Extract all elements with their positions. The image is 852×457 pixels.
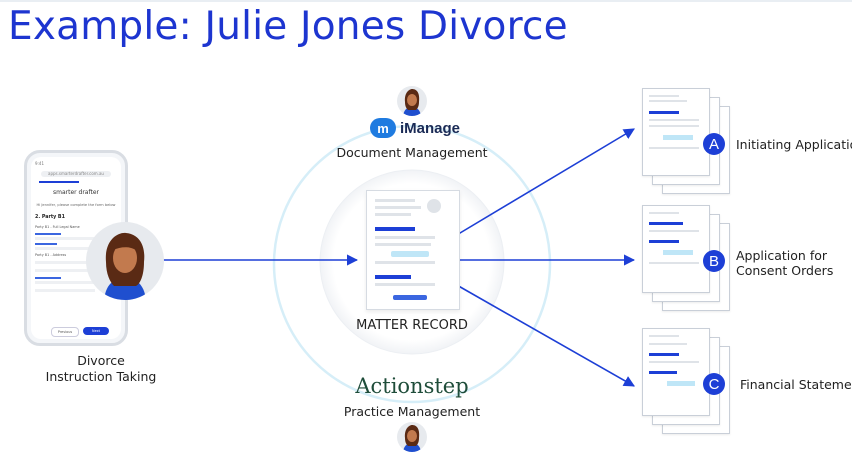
actionstep-brand: Actionstep [355,374,469,398]
intake-caption-line1: Divorce [77,353,125,368]
outer-ring [272,124,552,404]
imanage-logo-icon: m [370,118,396,138]
imanage-caption: Document Management [336,145,488,160]
output-b-stack [640,205,740,315]
output-c-label: Financial Statements [740,377,852,392]
matter-record-label: MATTER RECORD [356,318,468,333]
actionstep-caption: Practice Management [343,404,481,419]
output-a-badge: A [703,133,725,155]
output-b-label-line2: Consent Orders [736,263,834,278]
imanage-logo: m iManage [370,118,460,138]
imanage-brand: iManage [400,119,461,137]
top-border [0,0,852,2]
phone-field2-label: Party B1 - Address [35,253,67,257]
arrow-record-to-c [454,283,635,387]
smartphone-icon: 9:41 apps.smarterdrafter.com.au smarter … [24,150,128,346]
phone-greeting: Hi Jennifer, please complete the form be… [36,203,116,207]
phone-previous-button[interactable]: Previous [51,327,79,337]
phone-next-button[interactable]: Next [83,327,109,335]
matter-record-document [366,190,460,310]
output-b-label-line1: Application for [736,248,828,263]
phone-field1-label: Party B1 - Full Legal Name [35,225,80,229]
practice-avatar-icon [397,422,427,452]
output-a-label: Initiating Application [736,137,852,152]
arrow-record-to-a [454,128,635,237]
phone-url-bar: apps.smarterdrafter.com.au [41,171,111,177]
client-avatar-icon [86,222,164,300]
page-title: Example: Julie Jones Divorce [8,4,568,49]
output-b-badge: B [703,250,725,272]
output-c-badge: C [703,373,725,395]
intake-caption-line2: Instruction Taking [45,369,157,384]
output-a-stack [640,88,740,198]
phone-section: 2. Party B1 [35,215,65,220]
output-c-stack [640,328,740,438]
phone-brand: smarter drafter [53,189,100,196]
admin-avatar-icon [397,86,427,116]
